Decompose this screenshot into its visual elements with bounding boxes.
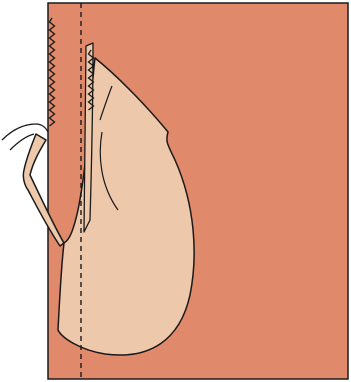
pocket-sewing-illustration: [0, 0, 351, 382]
sewing-diagram: [0, 0, 351, 382]
